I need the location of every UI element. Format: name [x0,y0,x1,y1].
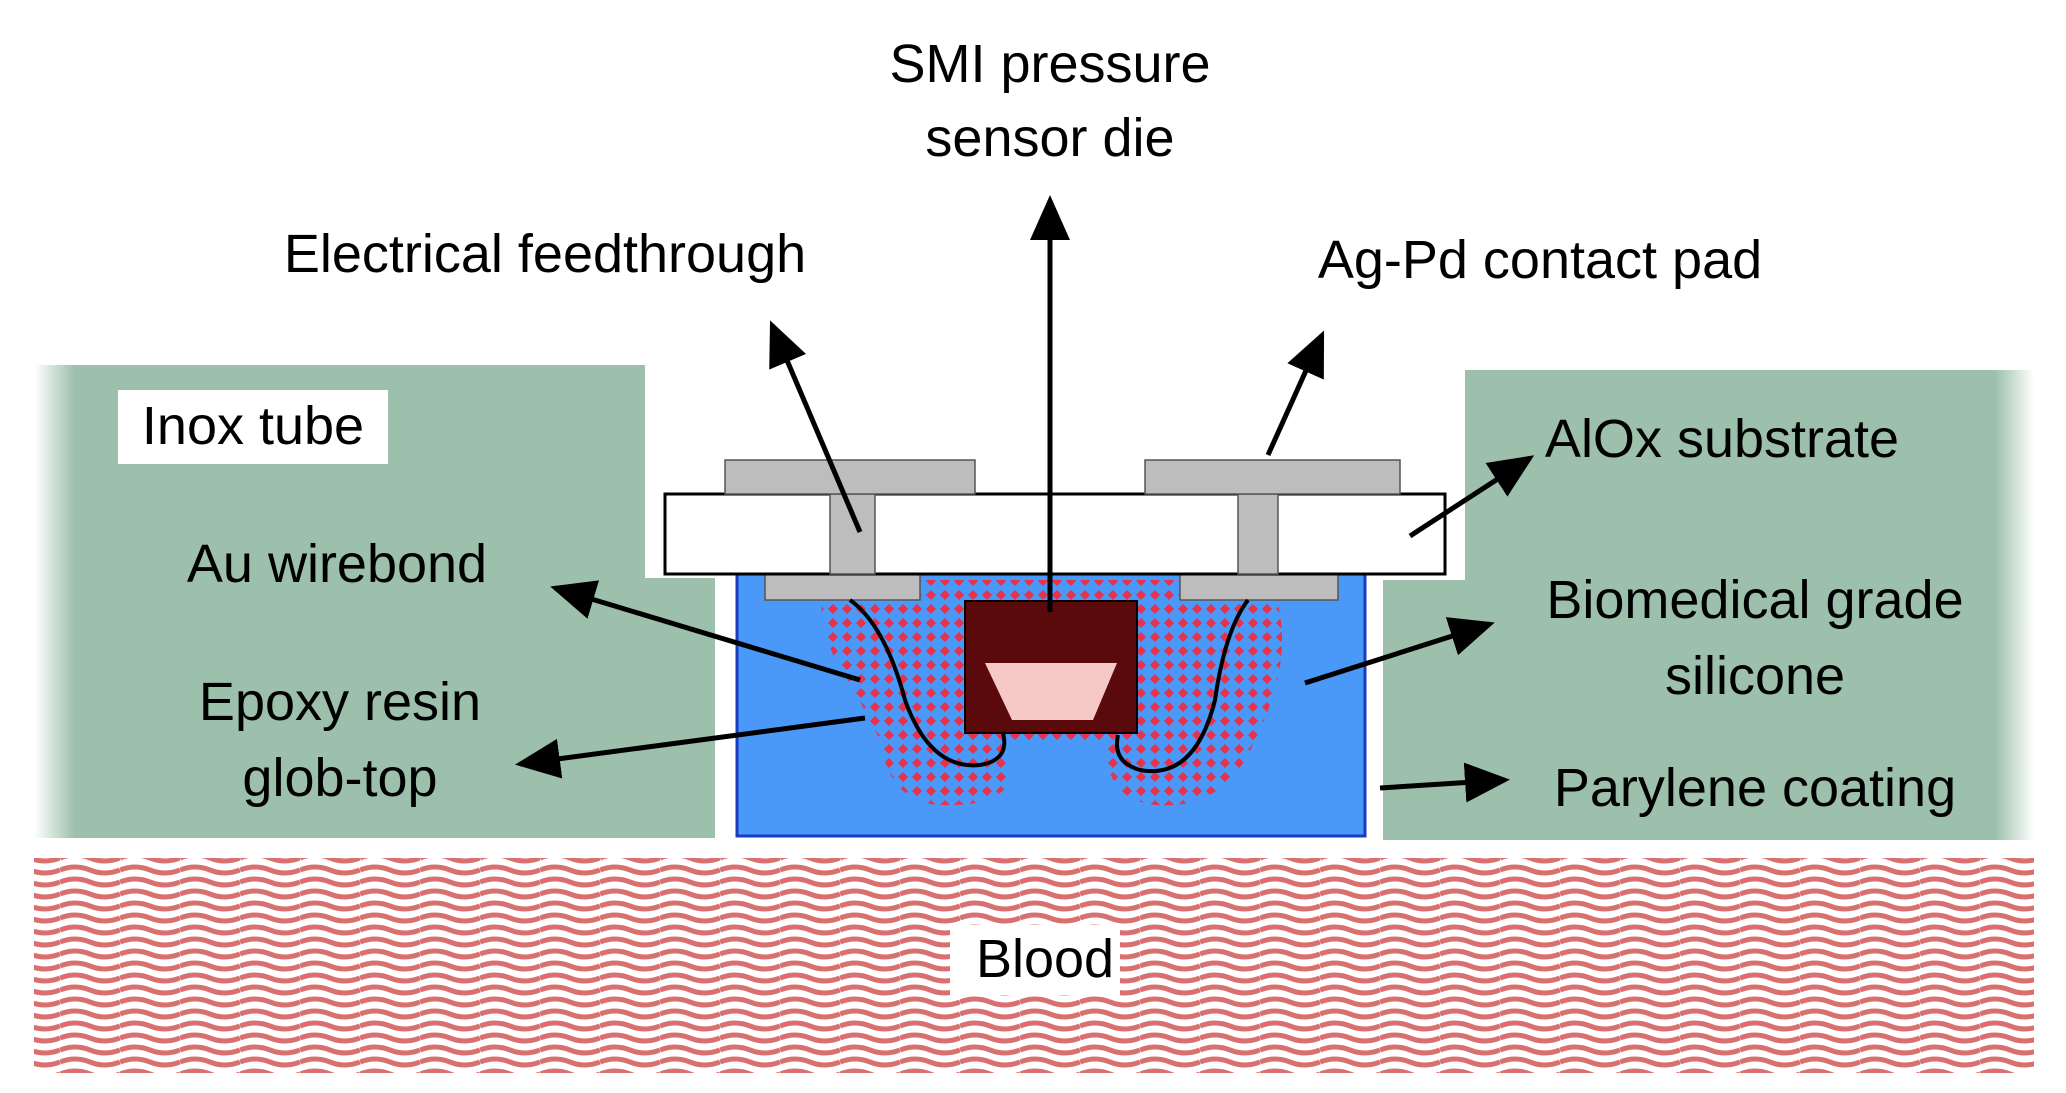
inox-tube-right [1383,370,2034,840]
label-epoxy-line1: Epoxy resin [199,672,481,732]
label-contact-pad: Ag-Pd contact pad [1318,230,1762,290]
label-silicone-line2: silicone [1665,646,1845,706]
arrow-feedthrough [769,320,863,533]
feedthrough-via-left [829,493,876,575]
label-sensor-die-line2: sensor die [925,108,1174,168]
arrow-epoxy [515,715,866,779]
label-inox-tube: Inox tube [142,396,364,456]
label-silicone-line1: Biomedical grade [1546,570,1963,630]
blood-label-bg [950,925,1120,995]
au-wirebond-left [848,598,1007,768]
arrow-parylene [1379,762,1510,803]
contact-pad-left [724,459,976,495]
sensor-membrane [985,663,1117,720]
arrow-contact-pad [1265,330,1325,457]
label-feedthrough: Electrical feedthrough [284,224,806,284]
label-epoxy-line2: glob-top [242,748,437,808]
label-alox-substrate: AlOx substrate [1545,409,1899,469]
contact-pad-right [1144,459,1401,495]
alox-substrate [663,492,1447,576]
arrow-au-wirebond [550,580,861,683]
label-sensor-die-line1: SMI pressure [889,34,1210,94]
bottom-pad-right [1179,571,1339,601]
arrow-alox-substrate [1408,455,1535,539]
inox-tube-left [34,365,715,838]
arrow-silicone [1304,617,1495,686]
label-parylene: Parylene coating [1554,758,1956,818]
bottom-pad-left [764,571,921,601]
label-au-wirebond: Au wirebond [187,534,487,594]
inox-tube-label-bg [118,390,388,464]
label-blood: Blood [976,929,1114,989]
feedthrough-via-right [1237,493,1279,575]
au-wirebond-right [1115,598,1250,774]
